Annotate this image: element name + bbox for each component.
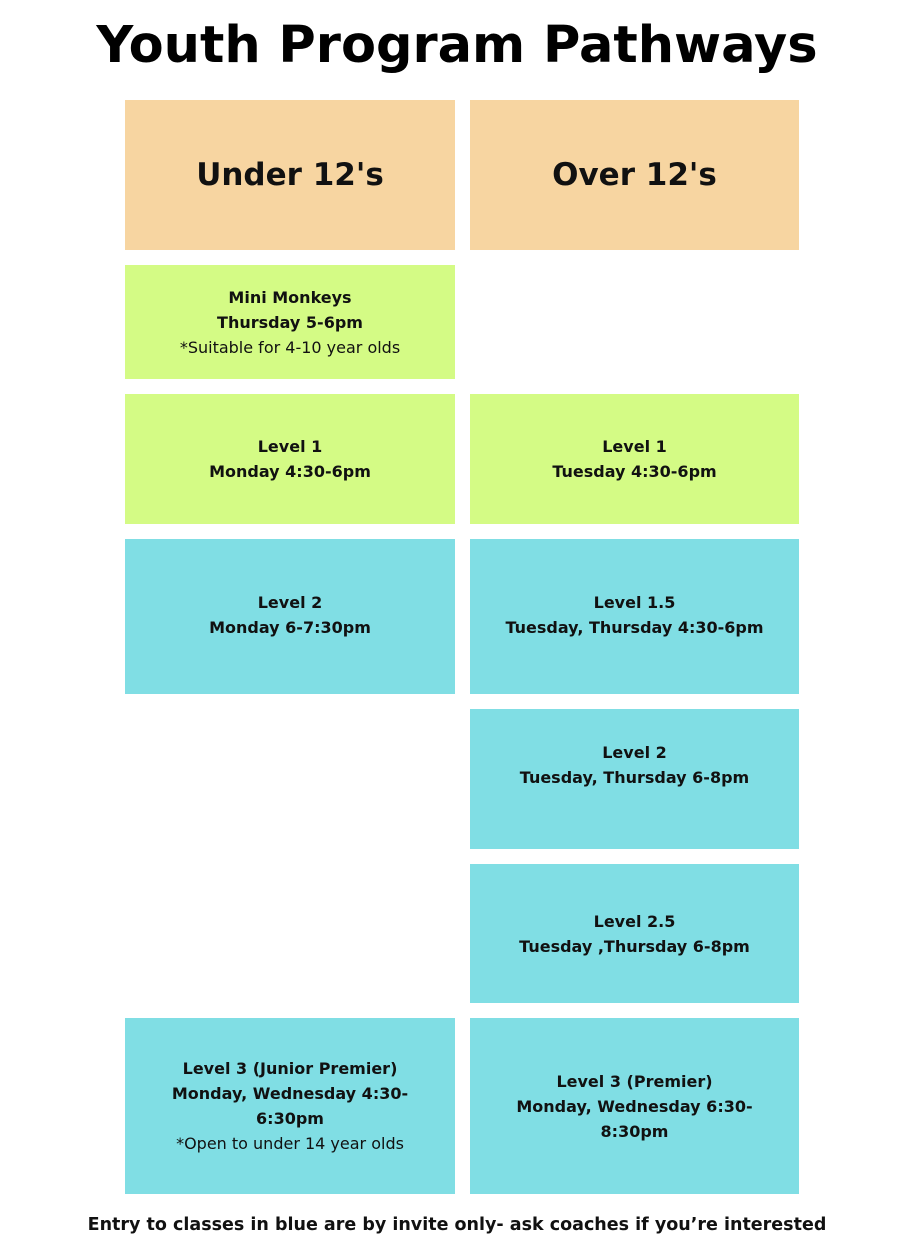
class-time: Monday, Wednesday 6:30- <box>516 1096 753 1116</box>
class-name: Level 2 <box>257 593 323 612</box>
class-name: Level 1 <box>602 437 667 456</box>
class-time: Monday 6-7:30pm <box>209 618 371 637</box>
over-12-header: Over 12's <box>470 100 799 250</box>
page-title: Youth Program Pathways <box>96 16 818 75</box>
class-name: Level 2 <box>602 743 667 762</box>
class-name: Level 3 (Premier) <box>556 1071 713 1091</box>
class-time: Tuesday ,Thursday 6-8pm <box>519 936 750 956</box>
class-name: Mini Monkeys <box>228 287 352 307</box>
mini-monkeys-card: Mini Monkeys Thursday 5-6pm *Suitable fo… <box>125 265 455 379</box>
class-time: Monday, Wednesday 4:30- <box>171 1084 409 1103</box>
class-name: Level 2.5 <box>593 911 676 931</box>
class-time: Thursday 5-6pm <box>217 312 363 332</box>
over-12-label: Over 12's <box>552 157 717 193</box>
class-time: Tuesday, Thursday 4:30-6pm <box>505 618 764 637</box>
under-12-level-3-card: Level 3 (Junior Premier) Monday, Wednesd… <box>125 1018 455 1194</box>
over-12-level-3-card: Level 3 (Premier) Monday, Wednesday 6:30… <box>470 1018 799 1194</box>
class-name: Level 1 <box>257 437 323 456</box>
class-time: Tuesday, Thursday 6-8pm <box>519 768 750 787</box>
over-12-level-2-5-card: Level 2.5 Tuesday ,Thursday 6-8pm <box>470 864 799 1003</box>
class-time-continued: 6:30pm <box>256 1109 324 1128</box>
class-time-continued: 8:30pm <box>600 1121 669 1141</box>
class-name: Level 3 (Junior Premier) <box>182 1059 398 1078</box>
class-name: Level 1.5 <box>593 593 676 612</box>
under-12-level-2-card: Level 2 Monday 6-7:30pm <box>125 539 455 694</box>
over-12-level-1-card: Level 1 Tuesday 4:30-6pm <box>470 394 799 524</box>
under-12-level-1-card: Level 1 Monday 4:30-6pm <box>125 394 455 524</box>
under-12-header: Under 12's <box>125 100 455 250</box>
footer-note: Entry to classes in blue are by invite o… <box>87 1215 827 1235</box>
over-12-level-1-5-card: Level 1.5 Tuesday, Thursday 4:30-6pm <box>470 539 799 694</box>
over-12-level-2-card: Level 2 Tuesday, Thursday 6-8pm <box>470 709 799 849</box>
under-12-label: Under 12's <box>196 157 384 193</box>
class-note: *Suitable for 4-10 year olds <box>179 337 401 357</box>
class-time: Monday 4:30-6pm <box>209 462 371 481</box>
class-note: *Open to under 14 year olds <box>176 1134 404 1153</box>
class-time: Tuesday 4:30-6pm <box>552 462 717 481</box>
